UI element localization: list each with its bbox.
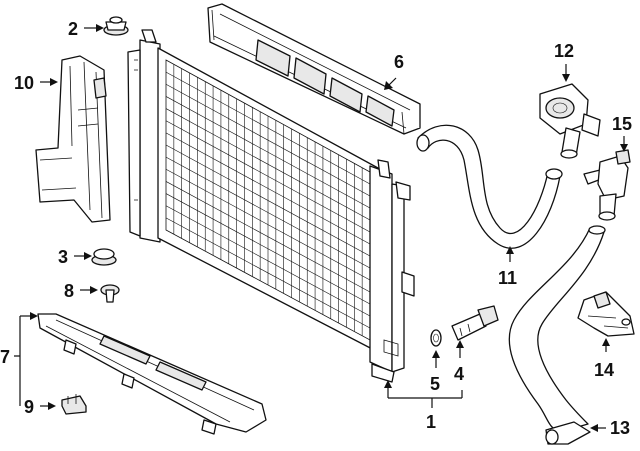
callout-13: 13 [610,418,630,438]
retainer-part [61,394,87,415]
callout-9: 9 [24,397,34,417]
lower-air-guide [37,313,267,435]
callout-1: 1 [426,412,436,432]
drain-plug [451,305,499,341]
callout-6: 6 [394,52,404,72]
leader-lines [14,24,628,432]
coolant-sensor-fitting [583,149,631,221]
bolt-part [100,284,120,303]
side-air-guide [35,55,111,223]
callout-12: 12 [554,41,574,61]
callout-10: 10 [14,73,34,93]
reservoir-bracket [577,291,635,337]
callout-3: 3 [58,247,68,267]
grommet-part [91,248,117,266]
upper-air-guide [207,3,421,135]
drain-plug-gasket [430,329,442,347]
callout-14: 14 [594,360,614,380]
radiator-core-fins [165,64,371,336]
clip-part [103,16,129,36]
lower-hose [508,225,606,445]
upper-hose [416,124,563,249]
callout-11: 11 [498,268,517,288]
callout-2: 2 [68,19,78,39]
water-outlet-housing [539,83,601,159]
callout-8: 8 [64,281,74,301]
callout-4: 4 [454,364,464,384]
callout-15: 15 [612,114,632,134]
callout-5: 5 [430,374,440,394]
callout-7: 7 [0,347,10,367]
callout-labels: 2 10 3 8 7 9 6 11 12 15 14 13 5 4 1 [0,19,632,438]
